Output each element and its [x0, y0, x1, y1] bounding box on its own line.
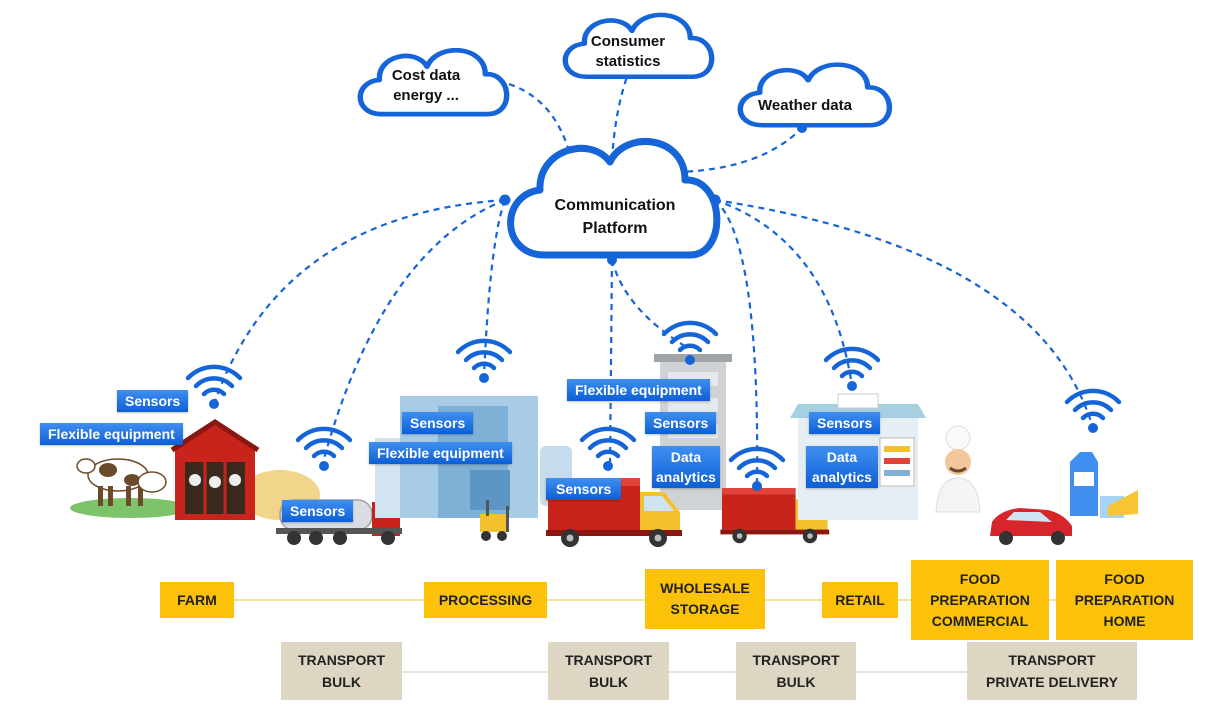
- wifi-icon-tanker: [298, 429, 350, 471]
- stage-retail: RETAIL: [822, 582, 898, 618]
- consumer-cloud-label: Consumer statistics: [590, 33, 666, 70]
- truck-sensors-tag: Sensors: [546, 478, 622, 500]
- wifi-icon-truck: [582, 429, 634, 471]
- chef-icon: [935, 425, 981, 513]
- stage-food-prep-commercial: FOOD PREPARATION COMMERCIAL: [911, 560, 1049, 640]
- cow-icon: [76, 458, 167, 506]
- transport-bulk-2: TRANSPORT BULK: [548, 642, 669, 700]
- wifi-icon-retail: [826, 349, 878, 391]
- transport-private-delivery: TRANSPORT PRIVATE DELIVERY: [967, 642, 1137, 700]
- processing-flexible-tag: Flexible equipment: [369, 442, 512, 464]
- warehouse-analytics-tag: Data analytics: [652, 446, 720, 488]
- farm-scene: [70, 419, 320, 520]
- weather-cloud-label: Weather data: [758, 97, 852, 114]
- warehouse-flexible-tag: Flexible equipment: [567, 379, 710, 401]
- cost-cloud-label: Cost data energy ...: [391, 67, 461, 104]
- platform-cloud-icon: [507, 137, 721, 259]
- warehouse-sensors-tag: Sensors: [645, 412, 717, 434]
- stage-farm: FARM: [160, 582, 234, 618]
- retail-sensors-tag: Sensors: [809, 412, 881, 434]
- platform-label: Communication Platform: [554, 197, 676, 237]
- farm-sensors-tag: Sensors: [117, 390, 189, 412]
- transport-bulk-1: TRANSPORT BULK: [281, 642, 402, 700]
- stage-processing: PROCESSING: [424, 582, 547, 618]
- processing-sensors-tag: Sensors: [402, 412, 474, 434]
- weather-cloud-icon: [740, 65, 889, 126]
- wifi-icon-processing: [458, 341, 510, 383]
- transport-bulk-3: TRANSPORT BULK: [736, 642, 856, 700]
- wifi-icon-farm: [188, 367, 240, 409]
- tanker-sensors-tag: Sensors: [282, 500, 354, 522]
- farm-flexible-tag: Flexible equipment: [40, 423, 183, 445]
- forklift-icon: [480, 500, 509, 541]
- barn-icon: [170, 419, 260, 520]
- car-icon: [990, 508, 1072, 545]
- milk-cheese-icon: [1070, 452, 1138, 518]
- wifi-icon-home: [1067, 391, 1119, 433]
- retail-analytics-tag: Data analytics: [806, 446, 878, 488]
- wifi-icon-truck-2: [731, 449, 783, 491]
- stage-food-prep-home: FOOD PREPARATION HOME: [1056, 560, 1193, 640]
- stage-wholesale-storage: WHOLESALE STORAGE: [645, 569, 765, 629]
